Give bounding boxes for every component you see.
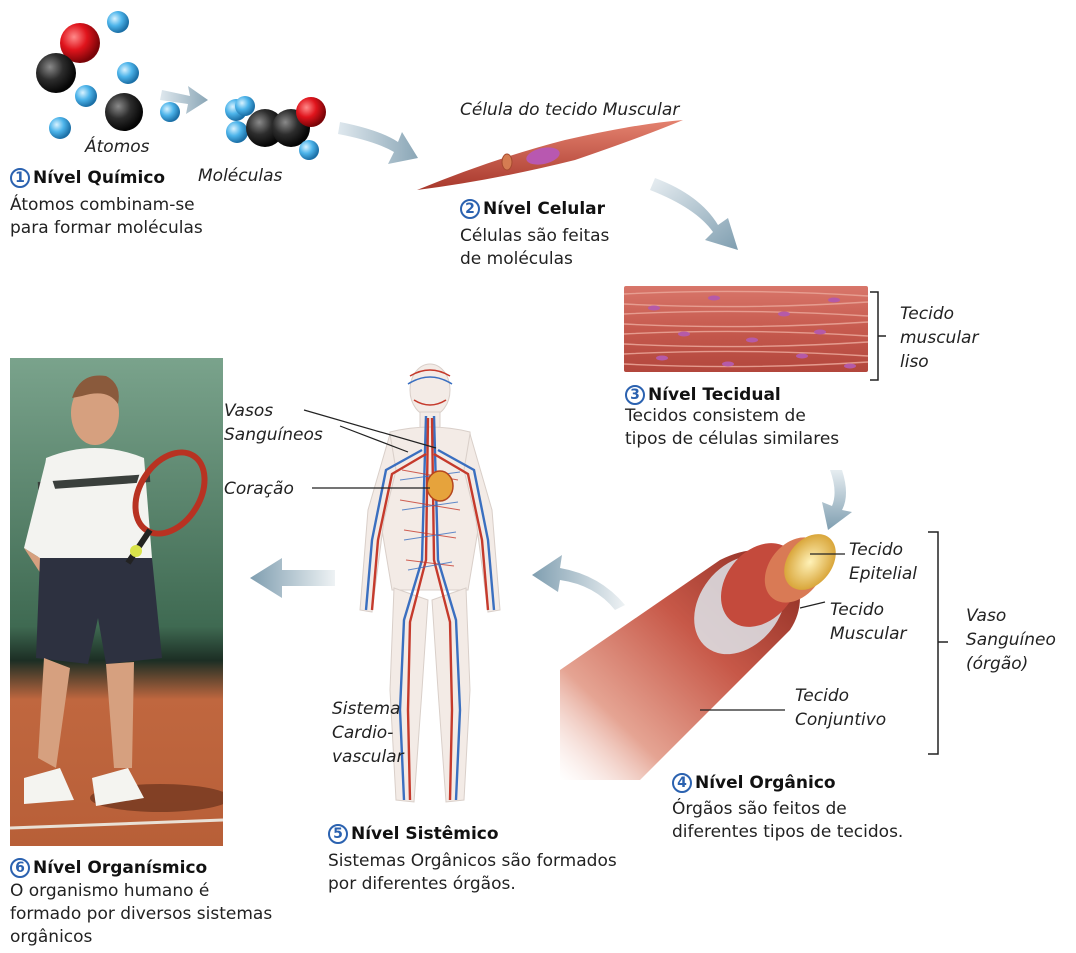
level-6-number: 6 <box>10 858 30 878</box>
smooth-muscle-label: Tecido muscular liso <box>900 302 978 374</box>
level-3-description: Tecidos consistem de tipos de células si… <box>625 405 839 451</box>
blood-vessel-organ-label: Vaso Sanguíneo (órgão) <box>966 604 1056 676</box>
heart-label: Coração <box>224 477 294 501</box>
muscle-cell-illustration <box>415 118 685 198</box>
level-6-title: Nível Organísmico <box>33 857 207 879</box>
level-4-title: Nível Orgânico <box>695 772 836 794</box>
level-5-number: 5 <box>328 824 348 844</box>
level-3-number: 3 <box>625 385 645 405</box>
tennis-player-photo <box>10 358 223 846</box>
flow-arrow-icon <box>160 86 208 114</box>
smooth-muscle-tissue-illustration <box>624 286 874 376</box>
level-3-heading: 3 Nível Tecidual <box>625 384 781 406</box>
level-6-description: O organismo humano é formado por diverso… <box>10 880 272 949</box>
connective-tissue-label: Tecido Conjuntivo <box>795 684 886 732</box>
level-4-number: 4 <box>672 773 692 793</box>
level-5-description: Sistemas Orgânicos são formados por dife… <box>328 850 617 896</box>
level-2-heading: 2 Nível Celular <box>460 198 605 220</box>
blood-vessels-label: Vasos Sanguíneos <box>224 399 323 447</box>
muscular-tissue-label: Tecido Muscular <box>830 598 907 646</box>
level-2-number: 2 <box>460 199 480 219</box>
level-4-heading: 4 Nível Orgânico <box>672 772 836 794</box>
level-6-heading: 6 Nível Organísmico <box>10 857 207 879</box>
smooth-muscle-bracket <box>868 290 888 382</box>
system-leader-lines <box>300 400 500 520</box>
level-2-description: Células são feitas de moléculas <box>460 225 609 271</box>
organ-bracket <box>926 530 950 756</box>
cardiovascular-system-label: Sistema Cardio- vascular <box>332 697 404 769</box>
level-5-title: Nível Sistêmico <box>351 823 499 845</box>
epithelial-tissue-label: Tecido Epitelial <box>849 538 917 586</box>
level-2-title: Nível Celular <box>483 198 605 220</box>
flow-arrow-icon <box>338 122 418 164</box>
level-4-description: Órgãos são feitos de diferentes tipos de… <box>672 798 903 844</box>
level-3-title: Nível Tecidual <box>648 384 781 406</box>
flow-arrow-icon <box>250 558 335 598</box>
level-5-heading: 5 Nível Sistêmico <box>328 823 499 845</box>
